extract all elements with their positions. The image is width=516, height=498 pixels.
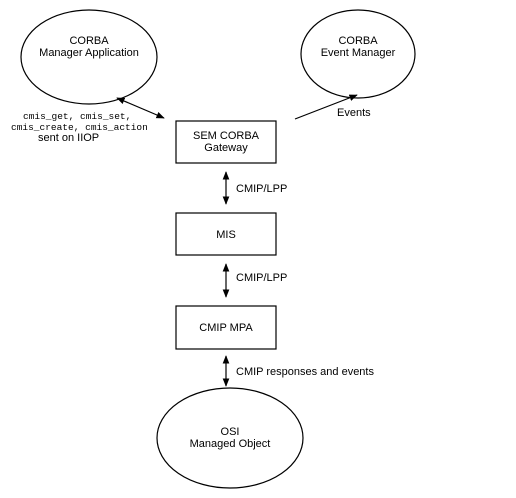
edge-events-label: Events <box>337 107 371 119</box>
node-corba-event-manager: CORBA Event Manager <box>300 9 416 99</box>
edge-gateway-mis-label: CMIP/LPP <box>236 183 287 195</box>
node-cmip-mpa: CMIP MPA <box>175 305 277 350</box>
managed-object-line1: OSI <box>221 426 240 438</box>
edge-mpa-to-managed-object: CMIP responses and events <box>222 355 374 387</box>
gateway-line2: Gateway <box>204 142 248 154</box>
event-manager-line1: CORBA <box>338 35 378 47</box>
event-manager-line2: Event Manager <box>321 47 396 59</box>
manager-app-line1: CORBA <box>69 35 109 47</box>
node-mis: MIS <box>175 212 277 256</box>
edge-mis-mpa-label: CMIP/LPP <box>236 272 287 284</box>
edge-manager-gateway-row1: cmis_get, cmis_set, <box>23 111 131 122</box>
edge-manager-gateway-row3: sent on IIOP <box>38 132 99 144</box>
node-corba-manager-application: CORBA Manager Application <box>20 9 158 105</box>
manager-app-line2: Manager Application <box>39 47 139 59</box>
node-sem-corba-gateway: SEM CORBA Gateway <box>175 120 277 164</box>
managed-object-line2: Managed Object <box>190 438 271 450</box>
edge-mpa-object-label: CMIP responses and events <box>236 366 374 378</box>
edge-manager-to-gateway: cmis_get, cmis_set, cmis_create, cmis_ac… <box>11 97 165 144</box>
edge-manager-gateway-row2: cmis_create, cmis_action <box>11 122 148 133</box>
edge-gateway-to-event-manager: Events <box>294 94 371 120</box>
mpa-label: CMIP MPA <box>199 322 253 334</box>
node-osi-managed-object: OSI Managed Object <box>156 387 304 489</box>
edge-mis-to-mpa: CMIP/LPP <box>222 263 287 298</box>
gateway-line1: SEM CORBA <box>193 130 260 142</box>
edge-gateway-to-mis: CMIP/LPP <box>222 171 287 205</box>
mis-label: MIS <box>216 229 236 241</box>
